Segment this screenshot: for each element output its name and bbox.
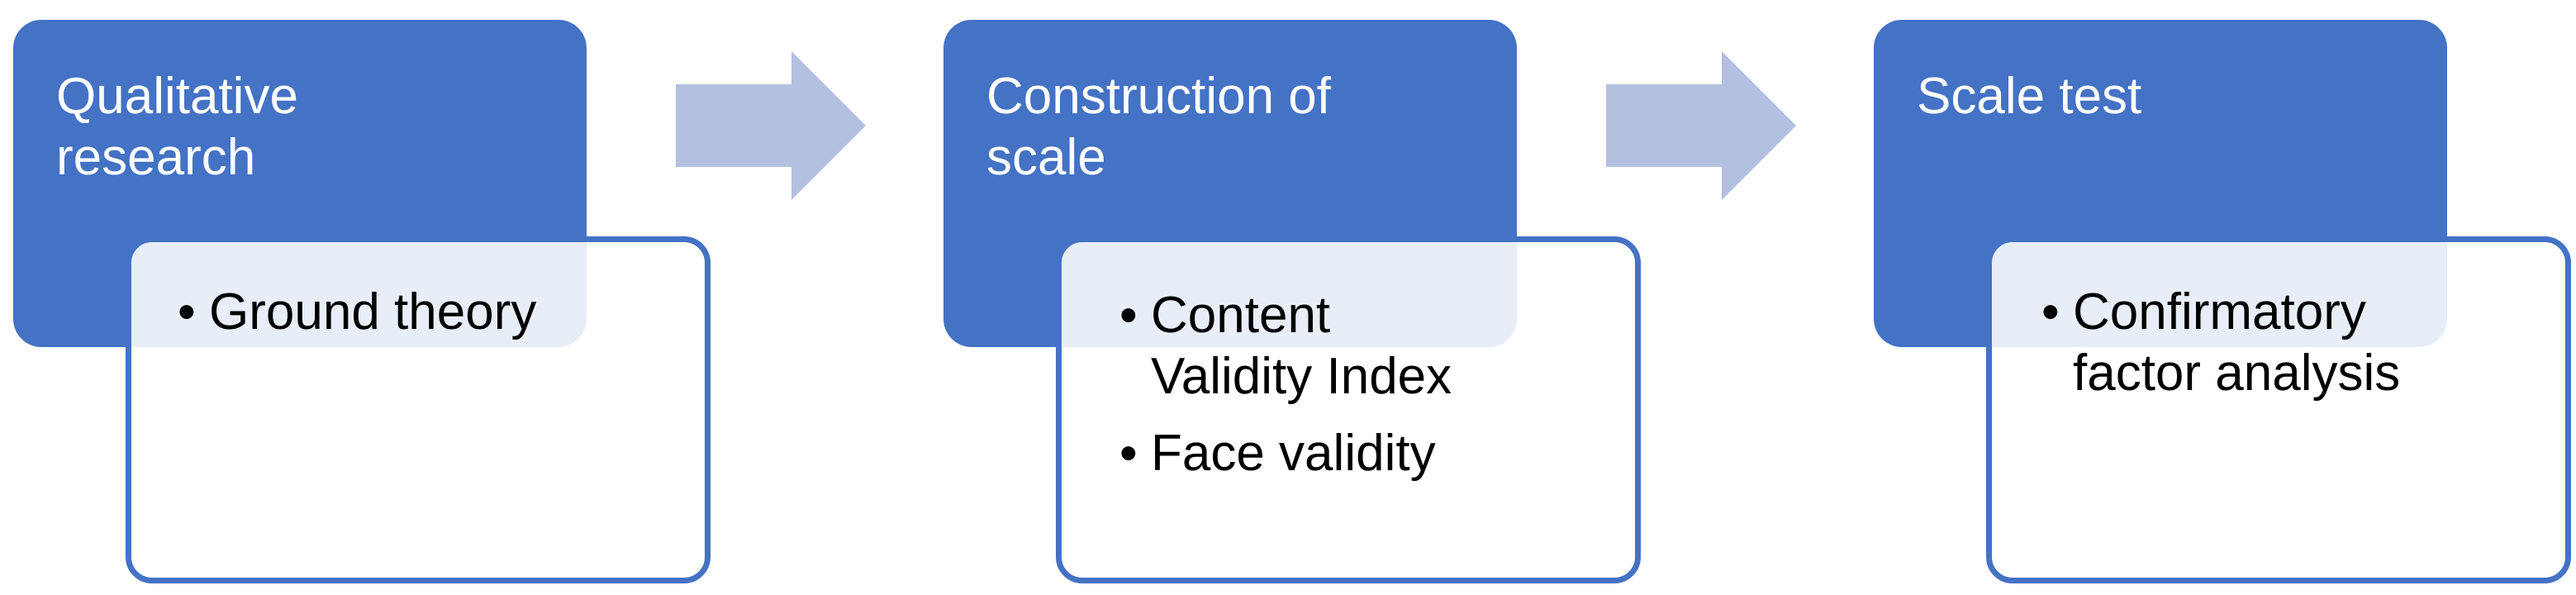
right-arrow-icon — [676, 51, 866, 200]
bullet-icon: • — [1119, 424, 1138, 482]
stage-2-details: • Content Validity Index • Face validity — [1056, 236, 1641, 583]
stage-3-title: Scale test — [1917, 68, 2142, 125]
stage-2-bullet-item-1: • Content Validity Index — [1119, 285, 1610, 408]
stage-1-title: Qualitative research — [56, 68, 298, 187]
bullet-icon: • — [1119, 287, 1138, 344]
stage-3-bullet-item: • Confirmatory factor analysis — [2041, 282, 2540, 405]
stage-2-title: Construction of scale — [986, 68, 1331, 187]
stage-2-bullet-item-2: • Face validity — [1119, 423, 1610, 484]
bullet-icon: • — [2041, 283, 2060, 340]
stage-2-bullet-list: • Content Validity Index • Face validity — [1119, 285, 1610, 484]
stage-3-bullet-text: Confirmatory factor analysis — [2073, 283, 2401, 402]
stage-1-details: • Ground theory — [126, 236, 711, 583]
stage-1-bullet-item: • Ground theory — [178, 282, 680, 343]
stage-1-bullet-text: Ground theory — [209, 283, 537, 340]
right-arrow-icon — [1606, 51, 1796, 200]
stage-3-details: • Confirmatory factor analysis — [1986, 236, 2571, 583]
stage-2-bullet-text-2: Face validity — [1151, 424, 1436, 482]
stage-2-bullet-text-1: Content Validity Index — [1151, 287, 1452, 406]
stage-3-bullet-list: • Confirmatory factor analysis — [2041, 282, 2540, 405]
stage-1-bullet-list: • Ground theory — [178, 282, 680, 343]
bullet-icon: • — [178, 283, 196, 340]
